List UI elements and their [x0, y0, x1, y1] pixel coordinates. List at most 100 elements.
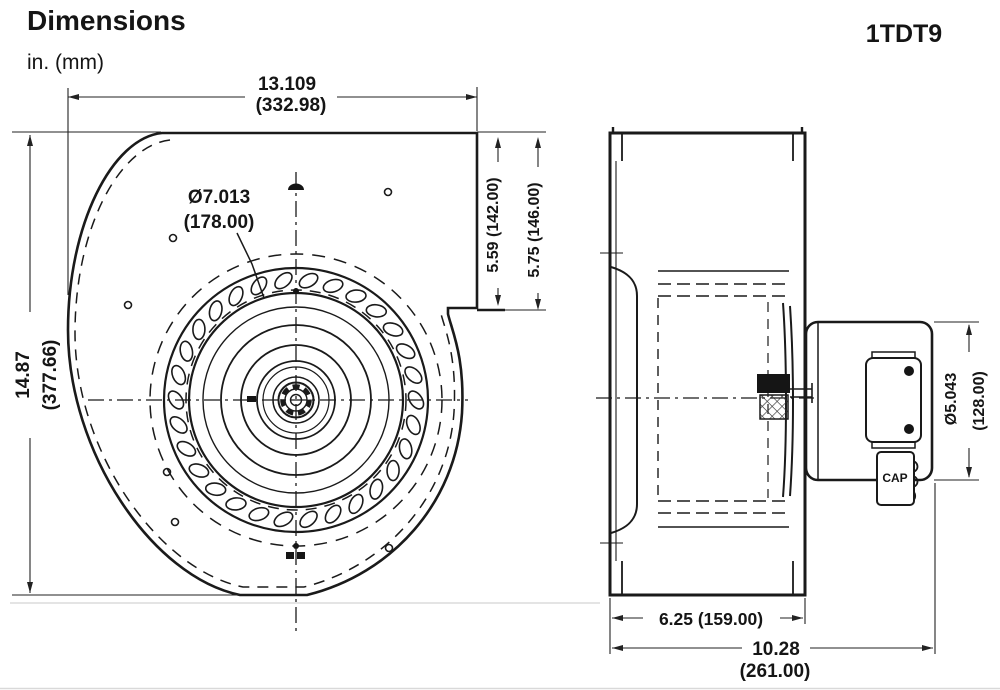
arrowhead — [792, 615, 803, 621]
blade — [208, 300, 223, 322]
dim-outlet-outer: 5.75 (146.00) — [526, 182, 543, 277]
arrowhead — [27, 582, 33, 593]
ring — [220, 324, 372, 476]
arrowhead — [535, 299, 541, 310]
dim-width-mm: (332.98) — [256, 95, 327, 116]
blade — [345, 289, 367, 303]
arrowhead — [612, 645, 623, 651]
dim-overall-depth-in: 10.28 — [752, 639, 800, 660]
impeller-side-top-hidden — [658, 283, 789, 297]
blade — [386, 459, 400, 482]
arrowhead — [612, 615, 623, 621]
motor-bolt-bottom — [904, 424, 914, 434]
dim-motor-dia-mm: (128.00) — [971, 371, 988, 431]
arrowhead — [68, 94, 79, 100]
dimension-lines — [12, 87, 979, 654]
screw-hole — [162, 467, 172, 477]
impeller-side-bottom-hidden — [658, 500, 789, 514]
side-housing-nubs — [611, 127, 804, 133]
blade — [204, 482, 227, 497]
blade — [225, 497, 247, 511]
blade — [365, 303, 388, 318]
impeller-rings — [149, 253, 443, 547]
motor-endcap-tabs — [871, 351, 916, 449]
front-view — [66, 131, 505, 632]
arrowhead — [966, 324, 972, 335]
blade — [407, 390, 425, 410]
blade — [167, 390, 185, 410]
shaft-hub-block — [757, 374, 790, 393]
dim-motor-ext — [934, 321, 979, 481]
dim-height-mm: (377.66) — [40, 340, 61, 411]
blade — [405, 414, 421, 436]
dimension-arrowheads — [27, 94, 972, 651]
screw-hole — [383, 187, 393, 197]
blade — [348, 493, 364, 515]
dim-overall-depth-mm: (261.00) — [740, 661, 811, 682]
dim-impeller-dia-mm: (178.00) — [184, 212, 255, 233]
side-flange-tabs — [621, 133, 794, 595]
ring — [272, 376, 320, 424]
motor-endcap — [865, 357, 922, 443]
blade — [324, 504, 342, 524]
impeller-blades — [167, 271, 425, 529]
side-housing-outline — [608, 131, 807, 597]
balance-weight-left — [247, 396, 256, 402]
inlet-venturi-profile — [610, 266, 638, 534]
blade — [248, 506, 270, 522]
hub-bushing-ring — [280, 384, 312, 416]
arrowhead — [27, 135, 33, 146]
ring — [284, 388, 308, 412]
scroll-inner-wall-hidden — [74, 139, 456, 588]
blade — [274, 271, 293, 290]
impeller-dia-leader — [236, 232, 265, 299]
blade — [171, 364, 187, 386]
blade — [382, 322, 404, 337]
dim-height-ext — [12, 131, 239, 596]
arrowhead — [922, 645, 933, 651]
screw-hole — [170, 517, 180, 527]
blade — [169, 416, 188, 434]
dim-motor-dia-in: Ø5.043 — [943, 373, 960, 426]
dim-outlet-inner: 5.59 (142.00) — [485, 177, 502, 272]
blade — [250, 276, 268, 296]
screw-hole — [384, 543, 394, 553]
ring — [289, 393, 303, 407]
dim-width-in: 13.109 — [258, 74, 316, 95]
arrowhead — [466, 94, 477, 100]
balance-dot-bottom — [293, 543, 299, 549]
ring — [256, 360, 336, 440]
capacitor-box — [876, 451, 915, 506]
dim-height-in: 14.87 — [13, 351, 34, 399]
blade — [273, 511, 294, 528]
dim-housing-depth: 6.25 (159.00) — [659, 609, 763, 629]
dim-outlet-ext — [477, 131, 546, 311]
dim-width-ext — [67, 87, 478, 295]
dim-impeller-dia-in: Ø7.013 — [188, 187, 250, 208]
ring — [240, 344, 352, 456]
blade — [298, 272, 319, 289]
arrowhead — [495, 295, 501, 306]
blade — [322, 278, 344, 294]
arrowhead — [966, 467, 972, 478]
ring — [202, 306, 390, 494]
arrowhead — [535, 137, 541, 148]
side-view — [596, 127, 934, 597]
balance-weight-bottom-1 — [286, 552, 294, 559]
blade — [179, 340, 194, 362]
motor-shaft-lines — [790, 383, 813, 403]
blade — [395, 343, 416, 360]
motor-body — [804, 320, 934, 482]
ring — [262, 366, 330, 434]
page-title: Dimensions — [27, 5, 186, 36]
model-number: 1TDT9 — [866, 20, 942, 48]
housing-screw-holes — [123, 187, 394, 553]
arrowhead — [495, 137, 501, 148]
ring — [162, 266, 430, 534]
shaft-bolt-hatched — [759, 394, 789, 420]
screw-hole — [168, 233, 178, 243]
ring — [277, 381, 315, 419]
blade — [192, 318, 206, 341]
